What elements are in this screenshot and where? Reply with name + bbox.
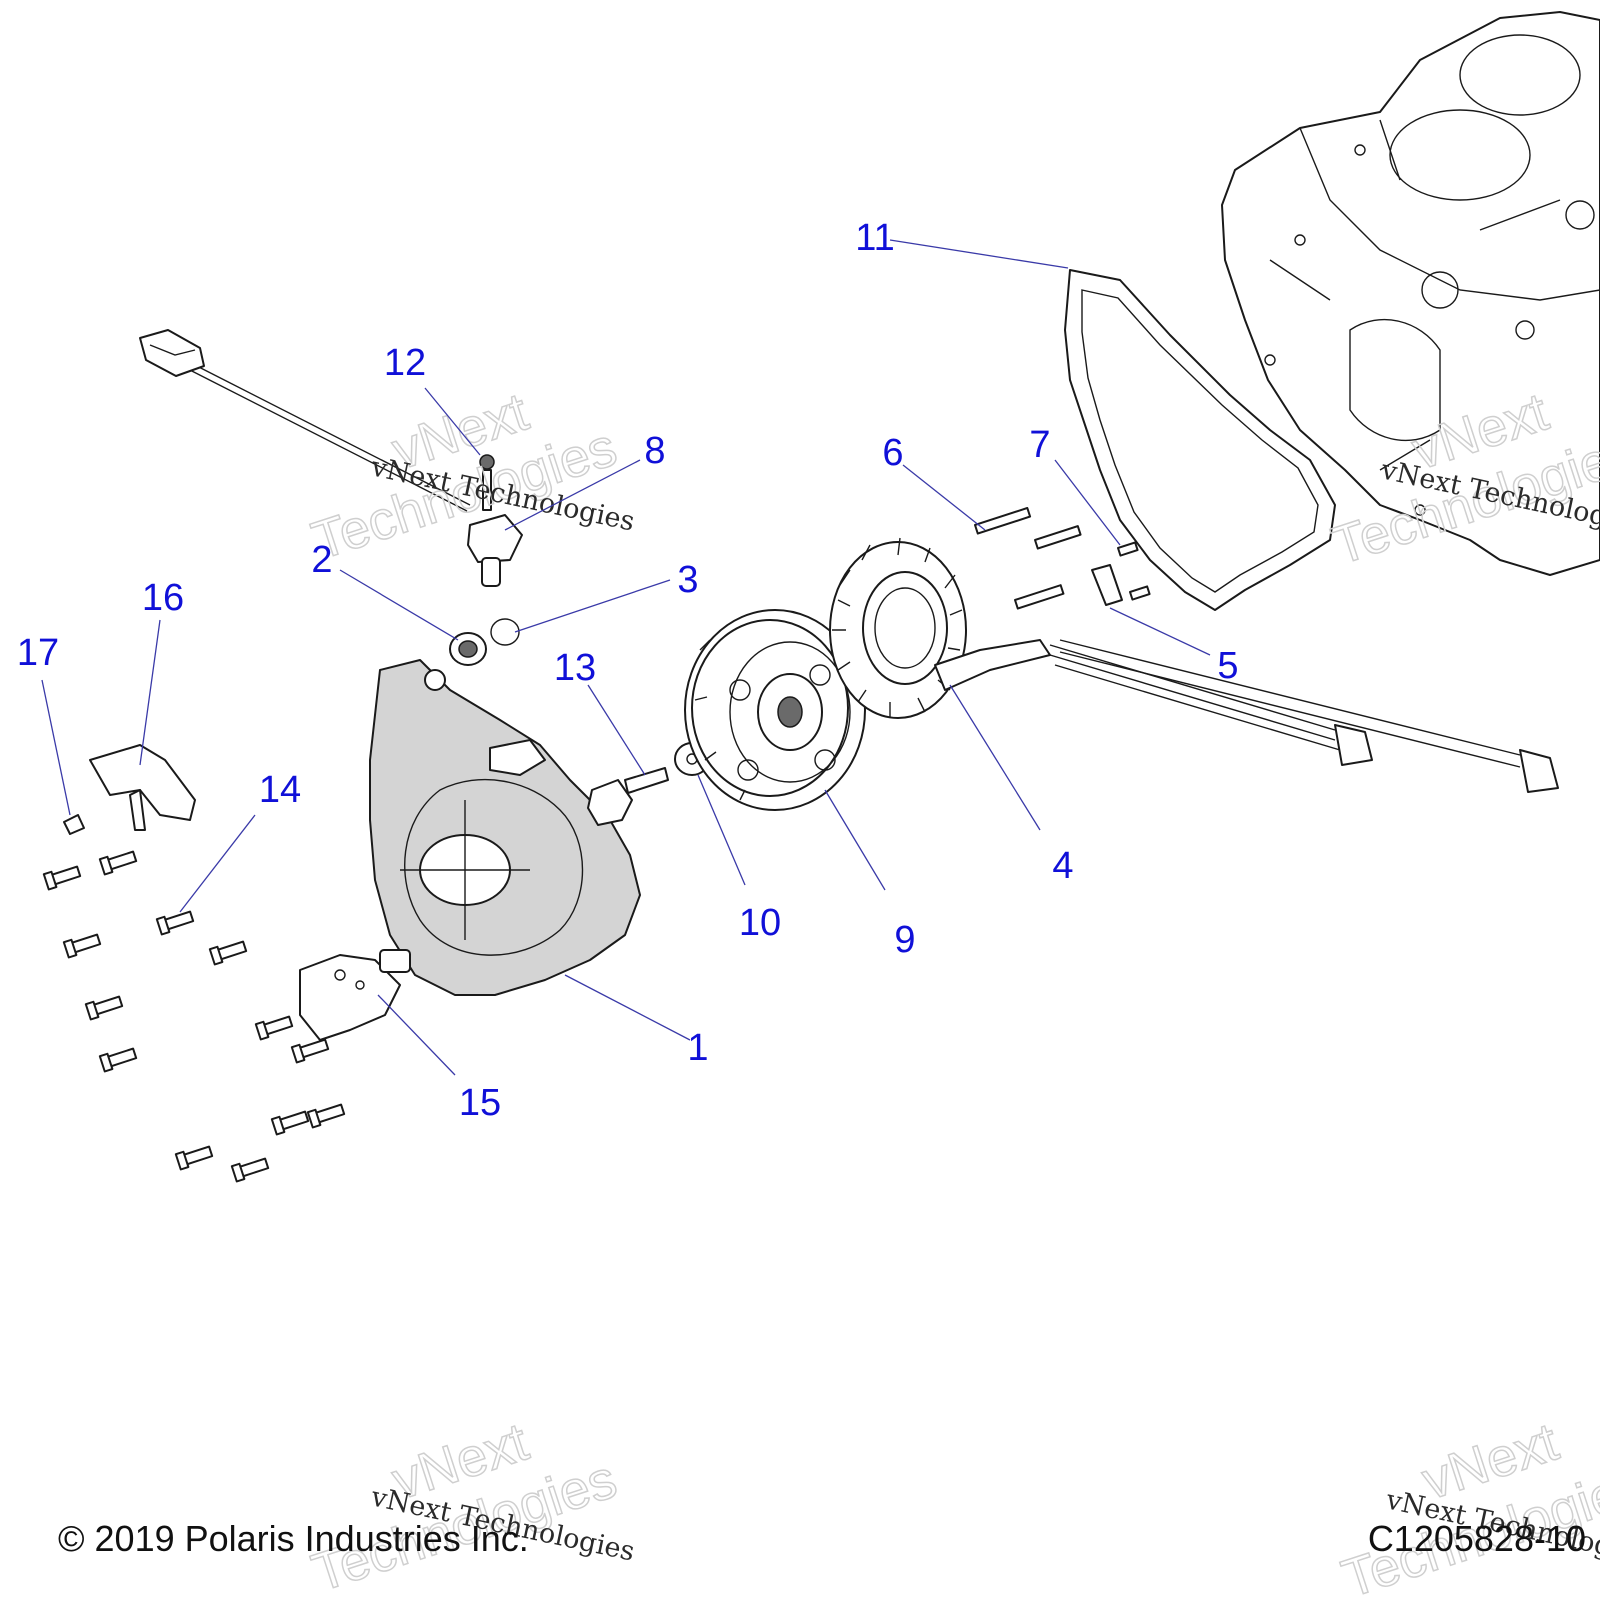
sensor-harness (139, 329, 471, 512)
callout-13: 13 (554, 647, 596, 689)
engine-crankcase (1221, 11, 1600, 576)
callout-2: 2 (311, 539, 332, 581)
stator-harness (1049, 639, 1559, 793)
gasket (1064, 269, 1336, 611)
cover-bolts (42, 850, 346, 1183)
flywheel (684, 609, 866, 811)
callout-10: 10 (739, 902, 781, 944)
copyright-text: © 2019 Polaris Industries Inc. (58, 1518, 529, 1559)
callout-labels: 1 2 3 4 5 6 7 8 9 10 11 12 13 14 15 16 1… (17, 217, 1239, 1124)
bracket-lower (299, 949, 411, 1041)
speed-sensor (467, 454, 523, 587)
callout-11: 11 (855, 217, 894, 259)
stator-bolts (974, 507, 1082, 610)
watermark-lower-left: vNext Technologies vNext Technologies (304, 1411, 637, 1600)
callout-14: 14 (259, 769, 301, 811)
stator-cover (369, 659, 641, 996)
flywheel-bolt (587, 767, 669, 826)
snap-ring (490, 618, 520, 646)
diagram-code: C1205828-10 (1367, 1518, 1586, 1559)
callout-4: 4 (1052, 845, 1073, 887)
bracket-upper (89, 744, 196, 831)
callout-6: 6 (882, 432, 903, 474)
callout-1: 1 (687, 1027, 708, 1069)
plate-screws (1117, 541, 1151, 601)
stator (829, 537, 1051, 719)
callout-12: 12 (384, 342, 426, 384)
bearing (449, 632, 487, 666)
callout-16: 16 (142, 577, 184, 619)
retaining-plate (1091, 564, 1123, 606)
watermark-lower-right: vNext Technologies vNext Technologies (1334, 1411, 1600, 1600)
wire-clip (63, 814, 85, 835)
leader-lines (41, 239, 1211, 1076)
callout-9: 9 (894, 919, 915, 961)
callout-3: 3 (677, 559, 698, 601)
callout-5: 5 (1217, 645, 1238, 687)
callout-7: 7 (1029, 424, 1050, 466)
callout-17: 17 (17, 632, 59, 674)
callout-8: 8 (644, 430, 665, 472)
callout-15: 15 (459, 1082, 501, 1124)
